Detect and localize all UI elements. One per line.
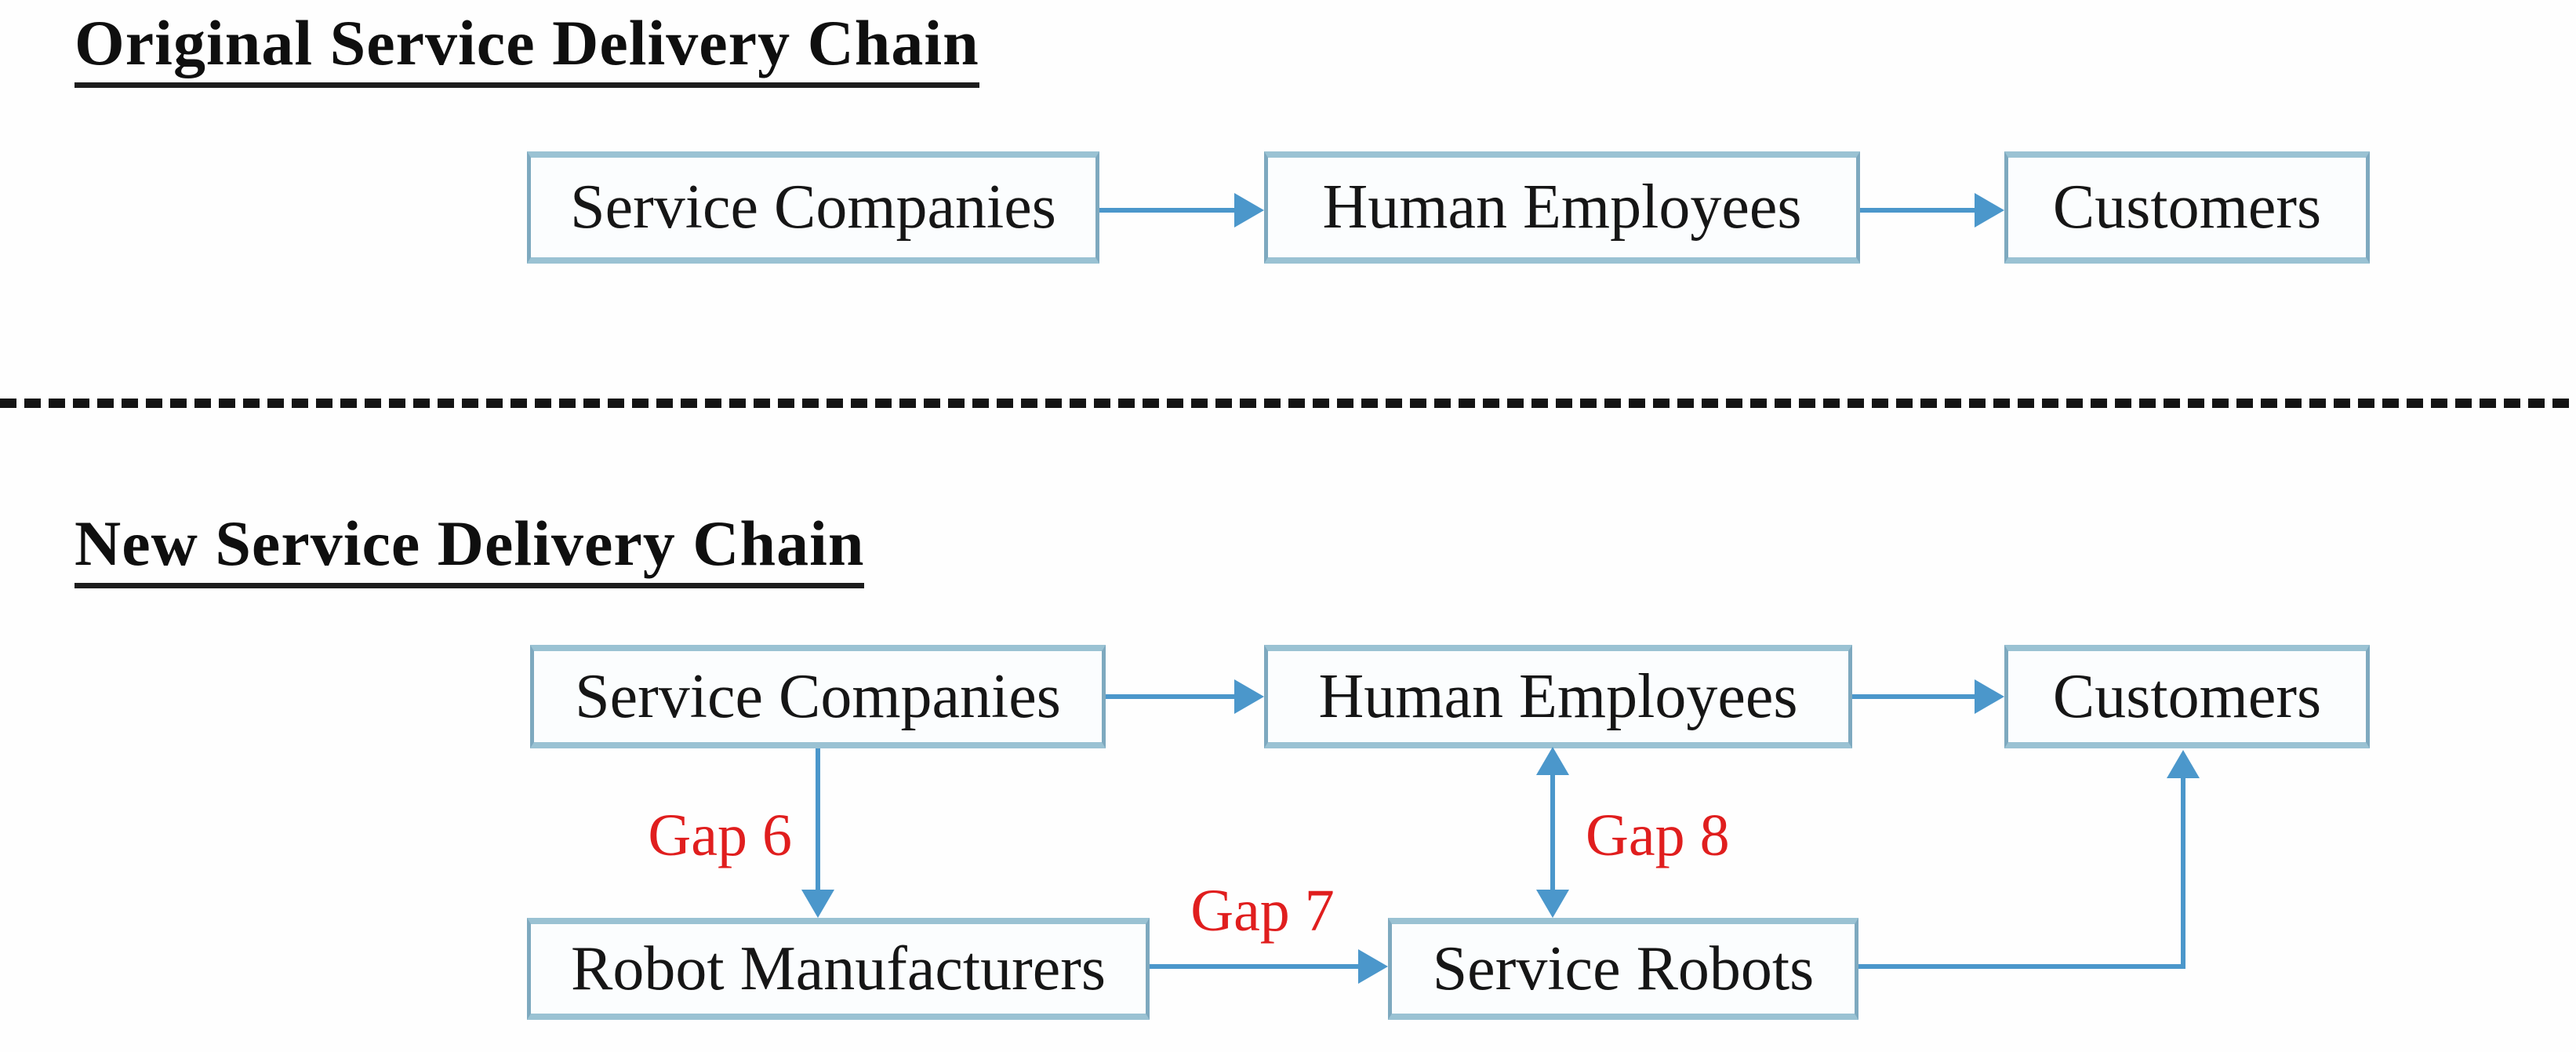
arrow-line-he-to-sr [1550, 774, 1555, 891]
node-robot-manufacturers: Robot Manufacturers [527, 918, 1150, 1020]
gap-7-label: Gap 7 [1190, 878, 1335, 944]
original-chain-heading: Original Service Delivery Chain [74, 7, 979, 89]
arrow-right-icon [1234, 679, 1264, 714]
node-label: Service Companies [575, 661, 1061, 731]
arrow-down-icon [1536, 890, 1569, 918]
node-label: Service Robots [1432, 934, 1815, 1003]
node-service-robots: Service Robots [1388, 918, 1858, 1020]
arrow-right-icon [1975, 193, 2004, 228]
gap-8-label: Gap 8 [1586, 803, 1730, 868]
node-label: Service Companies [570, 173, 1056, 242]
arrow-line-sc-to-he-original [1099, 208, 1239, 213]
node-label: Human Employees [1318, 661, 1798, 731]
arrow-line-sr-to-cu-horizontal [1858, 964, 2185, 969]
arrow-line-he-to-cu-original [1860, 208, 1979, 213]
gap-6-label: Gap 6 [648, 803, 792, 868]
arrow-up-icon [1536, 747, 1569, 775]
node-customers-new: Customers [2004, 645, 2370, 748]
arrow-line-sr-to-cu-vertical [2181, 777, 2185, 969]
arrow-down-icon [801, 890, 834, 918]
arrow-right-icon [1358, 949, 1388, 984]
node-service-companies-new: Service Companies [530, 645, 1106, 748]
arrow-line-rm-to-sr [1150, 964, 1364, 969]
arrow-up-icon [2167, 750, 2200, 778]
node-human-employees-new: Human Employees [1264, 645, 1852, 748]
arrow-right-icon [1234, 193, 1264, 228]
arrow-line-sc-to-rm [816, 748, 820, 891]
node-label: Robot Manufacturers [570, 934, 1106, 1003]
dashed-separator-line [0, 399, 2576, 408]
node-label: Human Employees [1322, 173, 1802, 242]
arrow-line-sc-to-he-new [1106, 694, 1239, 699]
node-label: Customers [2052, 173, 2322, 242]
node-label: Customers [2052, 661, 2322, 731]
node-customers-original: Customers [2004, 151, 2370, 264]
node-human-employees-original: Human Employees [1264, 151, 1860, 264]
arrow-line-he-to-cu-new [1852, 694, 1978, 699]
new-chain-heading: New Service Delivery Chain [74, 508, 865, 589]
arrow-right-icon [1975, 679, 2004, 714]
node-service-companies-original: Service Companies [527, 151, 1099, 264]
